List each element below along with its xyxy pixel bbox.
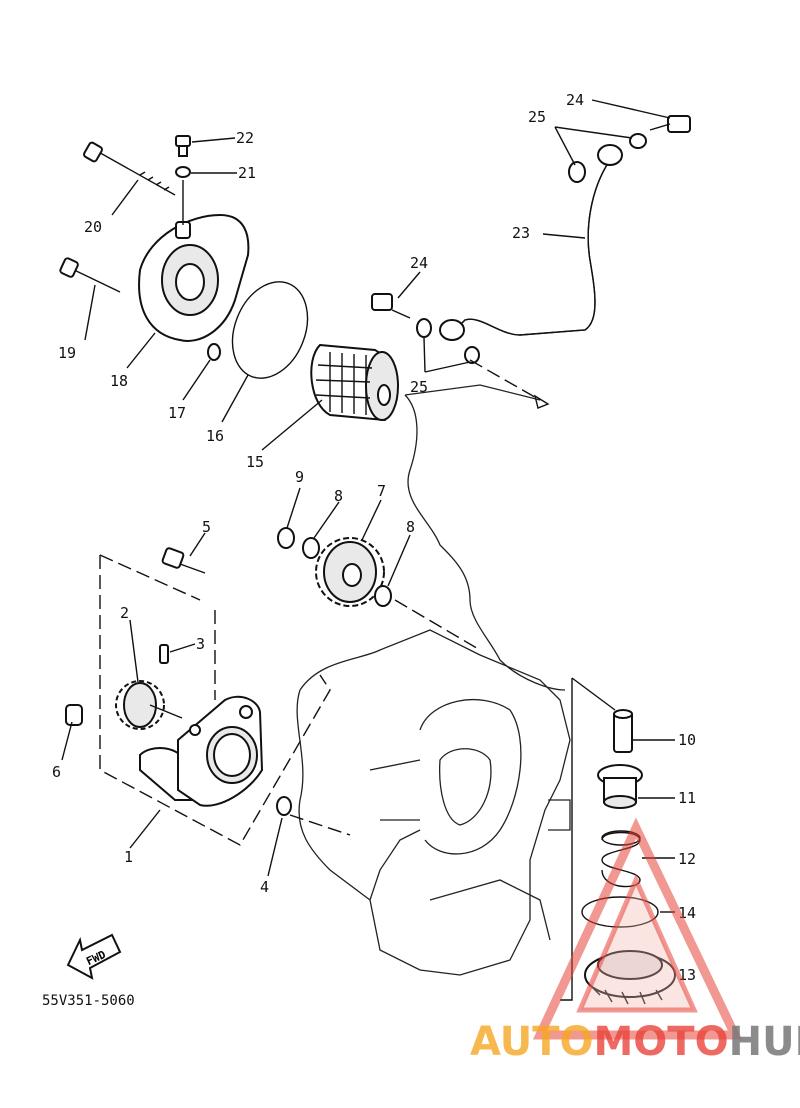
callout-16: 16 (206, 427, 224, 445)
washer-21 (175, 166, 191, 178)
callout-9: 9 (295, 468, 304, 486)
washer-25-top-b (568, 161, 586, 183)
svg-text:AUTOMOTOHUB: AUTOMOTOHUB (470, 1019, 800, 1065)
washer-25-lower-a (416, 318, 432, 338)
circlip-9 (277, 527, 295, 549)
filter-cover-18 (138, 213, 250, 342)
drive-gear-2 (115, 680, 183, 730)
callout-8-right: 8 (406, 518, 415, 536)
callout-21: 21 (238, 164, 256, 182)
o-ring-16 (231, 281, 309, 379)
gear-7 (315, 537, 385, 607)
relief-valve-bracket (560, 678, 573, 1001)
callout-labels: 24 25 22 21 20 23 24 19 18 25 17 16 15 9… (52, 91, 696, 984)
leader-lines (61, 99, 675, 913)
crankcase-outline (296, 384, 571, 976)
watermark-text-moto: MOTO (594, 1019, 729, 1065)
callout-22: 22 (236, 129, 254, 147)
callout-12: 12 (678, 850, 696, 868)
o-ring-17 (207, 343, 221, 361)
callout-24-top: 24 (566, 91, 584, 109)
callout-10: 10 (678, 731, 696, 749)
callout-8-left: 8 (334, 487, 343, 505)
callout-20: 20 (84, 218, 102, 236)
pin-10 (613, 709, 633, 753)
bolt-22 (175, 135, 191, 157)
pin-3 (159, 644, 169, 664)
watermark-logo: AUTOMOTOHUB (470, 817, 800, 1065)
oil-filter-15 (310, 343, 399, 422)
callout-5: 5 (202, 518, 211, 536)
oil-pipe-23 (439, 144, 623, 341)
oil-pump-assembly-frame (99, 555, 331, 846)
callout-25-top: 25 (528, 108, 546, 126)
o-ring-4 (276, 796, 292, 816)
washer-25-lower-b (464, 346, 480, 364)
callout-7: 7 (377, 482, 386, 500)
callout-15: 15 (246, 453, 264, 471)
oil-pump-1 (139, 695, 264, 807)
watermark-triangle-outer (532, 817, 743, 1040)
washer-25-top-a (629, 133, 647, 149)
washer-8a (302, 537, 320, 559)
o-ring-14 (581, 896, 659, 928)
callout-11: 11 (678, 789, 696, 807)
callout-25-lower: 25 (410, 378, 428, 396)
strainer-13 (584, 950, 676, 1005)
bolt-19 (59, 257, 121, 293)
callout-1: 1 (124, 848, 133, 866)
callout-24-lower: 24 (410, 254, 428, 272)
watermark-triangle-inner (576, 873, 698, 1013)
callout-18: 18 (110, 372, 128, 390)
union-bolt-24-top (649, 115, 691, 133)
callout-19: 19 (58, 344, 76, 362)
callout-2: 2 (120, 604, 129, 622)
drawing-code: 55V351-5060 (42, 993, 135, 1009)
callout-3: 3 (196, 635, 205, 653)
plug-11 (597, 764, 643, 809)
callout-23: 23 (512, 224, 530, 242)
screw-5 (161, 547, 206, 574)
callout-4: 4 (260, 878, 269, 896)
bolt-20 (83, 141, 176, 196)
union-bolt-24-lower (371, 293, 411, 319)
callout-6: 6 (52, 763, 61, 781)
washer-8b (374, 585, 392, 607)
watermark-text-hub: HUB (729, 1019, 800, 1065)
watermark-text-auto: AUTO (470, 1019, 594, 1065)
fwd-arrow-icon: FWD (66, 933, 122, 980)
callout-17: 17 (168, 404, 186, 422)
dowel-6 (65, 704, 83, 726)
